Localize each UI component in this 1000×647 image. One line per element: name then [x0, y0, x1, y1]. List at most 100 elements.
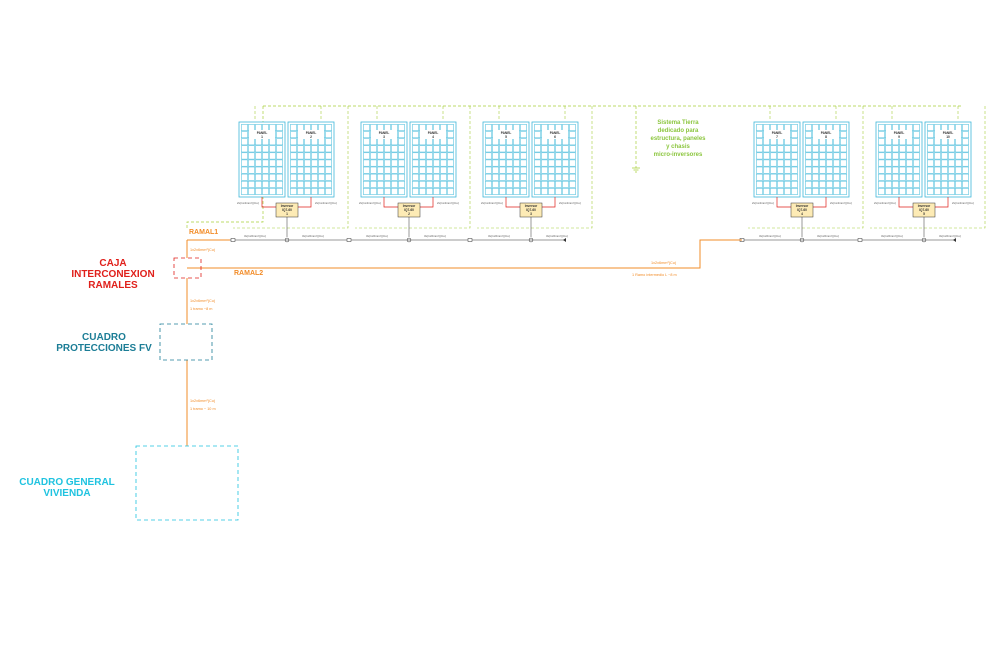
inverter-model: IQ7-60	[282, 208, 292, 212]
panel-cell	[899, 180, 906, 188]
panel-cell	[770, 173, 777, 181]
panel-label: PANEL	[306, 131, 317, 135]
panel-cell	[297, 180, 304, 188]
panel-cell	[391, 173, 398, 181]
panel-cell	[492, 188, 499, 195]
panel-cell	[840, 131, 847, 139]
panel-label: PANEL	[772, 131, 783, 135]
panel-cell	[913, 124, 920, 131]
panel-cell	[812, 145, 819, 153]
caja-label-3: RAMALES	[88, 280, 138, 291]
panel-cell	[370, 173, 377, 181]
panel-cell	[506, 188, 513, 195]
bus-end-cap	[953, 238, 956, 242]
panel-cell	[892, 188, 899, 195]
panel-cell	[370, 166, 377, 174]
panel-cell	[541, 166, 548, 174]
panel-cell	[763, 166, 770, 174]
panel-cell	[325, 152, 332, 160]
caja-fv-length: 1 tramo ~8 m	[190, 307, 212, 311]
inverter-label: Inversor	[796, 204, 809, 208]
panel-cell	[756, 173, 763, 181]
panel-cell	[805, 173, 812, 181]
panel-cell	[756, 145, 763, 153]
panel-cell	[412, 152, 419, 160]
panel-cell	[819, 173, 826, 181]
panel-cell	[412, 145, 419, 153]
panel-cell	[878, 173, 885, 181]
panel-cell	[805, 131, 812, 139]
panel-label: PANEL	[501, 131, 512, 135]
panel-number: 6	[554, 135, 556, 139]
panel-cell	[927, 131, 934, 139]
inverter-label: Inversor	[281, 204, 294, 208]
panel-cell	[377, 145, 384, 153]
panel-cell	[506, 159, 513, 167]
panel-cell	[548, 173, 555, 181]
panel-cell	[534, 131, 541, 139]
panel-cell	[492, 180, 499, 188]
panel-number: 2	[310, 135, 312, 139]
panel-cell	[805, 180, 812, 188]
panel-cell	[311, 188, 318, 195]
dc-lead	[298, 197, 312, 208]
panel-label-bg	[298, 130, 324, 139]
panel-cell	[262, 152, 269, 160]
panel-cell	[433, 173, 440, 181]
panel-cell	[805, 159, 812, 167]
panel-cell	[948, 180, 955, 188]
panel-cell	[941, 180, 948, 188]
panel-cell	[534, 166, 541, 174]
panel-cell	[318, 152, 325, 160]
panel-cell	[569, 180, 576, 188]
panel-cell	[541, 152, 548, 160]
panel-cell	[534, 173, 541, 181]
panel-cell	[791, 124, 798, 131]
panel-cell	[276, 152, 283, 160]
ground-return	[233, 106, 349, 229]
panel-cell	[506, 145, 513, 153]
panel-cell	[513, 180, 520, 188]
panel-cell	[833, 173, 840, 181]
panel-cell	[426, 173, 433, 181]
panel-cell	[962, 131, 969, 139]
panel-cell	[384, 173, 391, 181]
panel-cell	[819, 166, 826, 174]
dc-lead	[898, 197, 913, 208]
panel-cell	[555, 152, 562, 160]
panel-cell	[325, 131, 332, 139]
panel-cell	[398, 124, 405, 131]
panel-cell	[391, 180, 398, 188]
panel-cell	[812, 166, 819, 174]
panel-group: PANEL5PANEL62x(1x4mm²)(Cu)2x(1x4mm²)(Cu)…	[477, 106, 593, 243]
ac-terminal	[857, 238, 863, 242]
panel-cell	[763, 180, 770, 188]
panel-cell	[290, 159, 297, 167]
panel-cell	[840, 173, 847, 181]
panel-cell	[541, 159, 548, 167]
ac-cable-label: 3x(1x6mm²)(Cu)	[302, 234, 324, 238]
panel-cell	[447, 124, 454, 131]
panel-cell	[447, 188, 454, 195]
panel-cell	[433, 152, 440, 160]
panel-cell	[276, 131, 283, 139]
panel-cell	[492, 159, 499, 167]
ramal2-length: 1 Ramo intermedio L ~8 m	[632, 273, 677, 277]
panel-label: PANEL	[379, 131, 390, 135]
panel-cell	[325, 188, 332, 195]
panel-cell	[777, 180, 784, 188]
panel-cell	[784, 152, 791, 160]
panel-cell	[506, 152, 513, 160]
panel-cell	[485, 138, 492, 146]
panel-cell	[447, 138, 454, 146]
panel-cell	[777, 173, 784, 181]
panel-cell	[541, 180, 548, 188]
panel-label-bg	[935, 130, 961, 139]
panel-cell	[885, 188, 892, 195]
panel-cell	[398, 188, 405, 195]
panel-cell	[412, 188, 419, 195]
